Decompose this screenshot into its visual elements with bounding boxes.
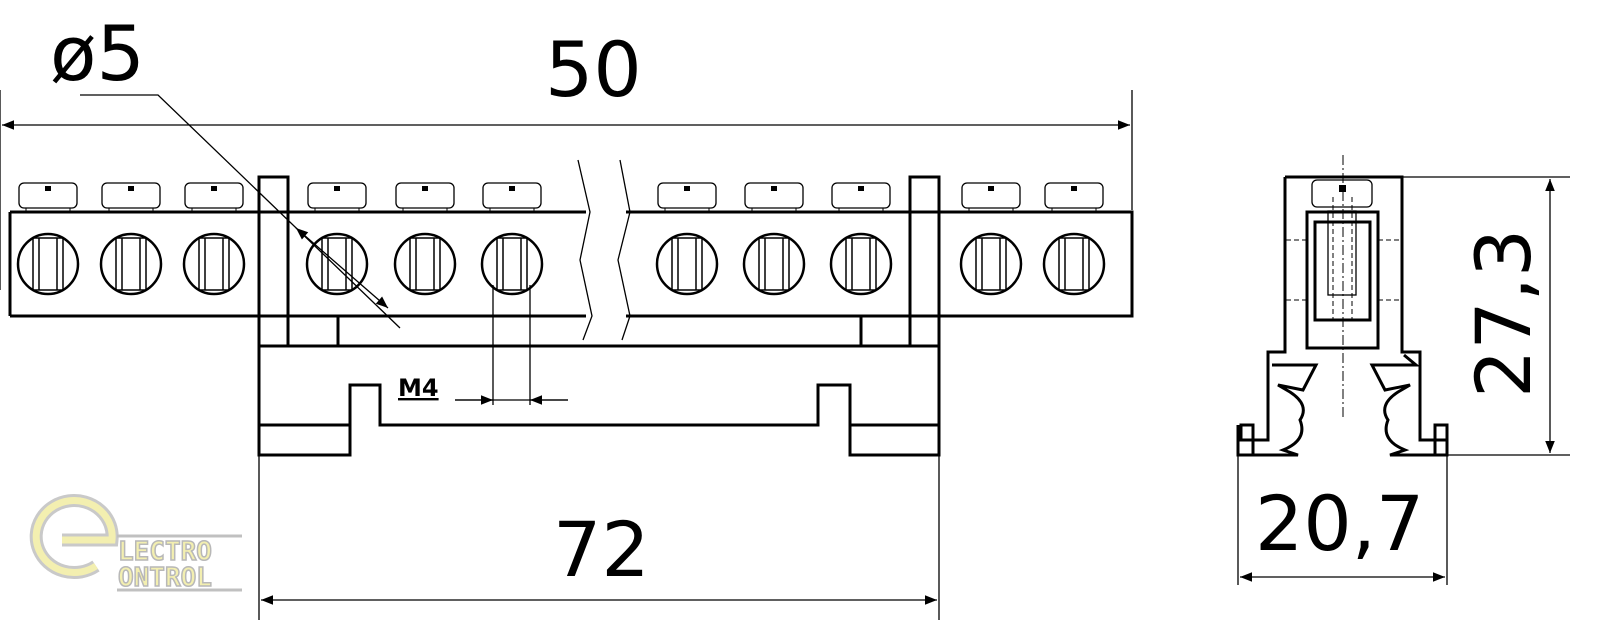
- width-label: 20,7: [1255, 479, 1424, 568]
- logo-line1: LECTRO: [118, 537, 212, 567]
- terminal-hole: [16, 232, 80, 296]
- terminal-hole: [480, 232, 544, 296]
- terminal-hole: [99, 232, 163, 296]
- base-length-label: 72: [553, 505, 650, 594]
- terminal: [480, 182, 544, 296]
- hole-diameter-label: ø5: [50, 9, 145, 98]
- electrocontrol-logo: LECTRO ONTROL: [29, 494, 242, 594]
- busbar-side-view: [1236, 155, 1449, 457]
- terminal: [16, 182, 80, 296]
- terminal: [1042, 182, 1106, 296]
- busbar-front-view: [8, 159, 1134, 457]
- terminal-hole: [393, 232, 457, 296]
- terminal: [305, 182, 369, 296]
- terminal: [182, 182, 246, 296]
- terminal: [99, 182, 163, 296]
- terminal-hole: [829, 232, 893, 296]
- length-label: 50: [545, 25, 642, 114]
- terminal-hole: [1042, 232, 1106, 296]
- terminal-hole: [182, 232, 246, 296]
- terminal-hole: [742, 232, 806, 296]
- terminal-hole: [959, 232, 1023, 296]
- terminal: [393, 182, 457, 296]
- hole-diameter-arrow: [295, 227, 389, 309]
- height-label: 27,3: [1459, 229, 1548, 398]
- terminal: [742, 182, 806, 296]
- terminal: [655, 182, 719, 296]
- terminal: [829, 182, 893, 296]
- terminal: [959, 182, 1023, 296]
- thread-label: M4: [398, 374, 439, 402]
- terminal-hole: [655, 232, 719, 296]
- logo-line2: ONTROL: [118, 563, 212, 593]
